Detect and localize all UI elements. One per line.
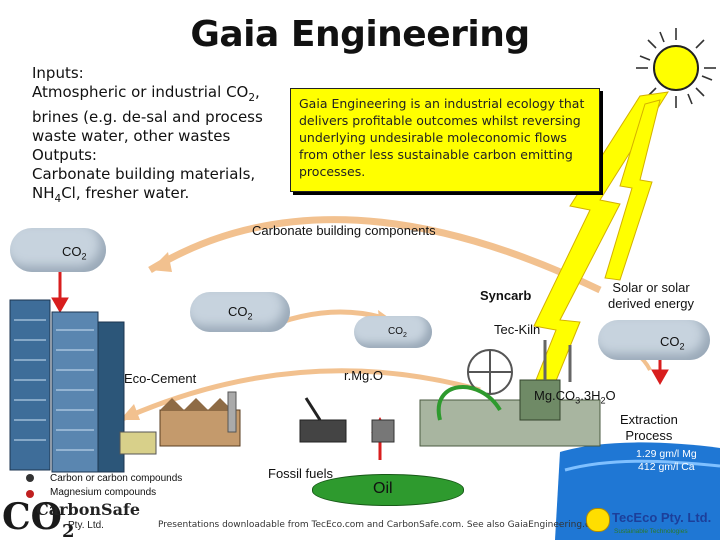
label-concentration-mg: 1.29 gm/l Mg [636, 448, 697, 460]
inputs-line-brines: brines (e.g. de-sal and process [32, 108, 263, 126]
tececo-logo: TecEco Pty. Ltd. Sustainable Technologie… [586, 508, 718, 538]
tececo-sun-icon [586, 508, 610, 532]
label-eco-cement: Eco-Cement [124, 371, 197, 386]
label-extraction-line1: Extraction [620, 412, 678, 427]
co2-cloud-center-label: CO2 [388, 326, 407, 339]
label-rmgo: r.Mg.O [344, 368, 384, 383]
co2-cloud-mid-label: CO2 [228, 304, 253, 322]
co2-cloud-right-label: CO2 [660, 334, 685, 352]
label-concentration: 1.29 gm/l Mg 412 gm/l Ca [636, 448, 697, 474]
inputs-line-waste: waste water, other wastes [32, 127, 231, 145]
label-fossil-fuels: Fossil fuels [268, 466, 334, 481]
tececo-name: TecEco Pty. Ltd. [612, 510, 712, 525]
oil-deposit: Oil [312, 474, 464, 506]
label-tec-kiln: Tec-Kiln [494, 322, 541, 337]
inputs-co2-text: Atmospheric or industrial CO [32, 83, 249, 101]
sun-icon [636, 28, 716, 108]
label-carbon-line2: Magnesium compounds [50, 487, 157, 498]
carbonsafe-logo: CO2 CarbonSafe Pty. Ltd. [2, 496, 152, 542]
building-group [9, 299, 125, 473]
label-carbon-compounds: Carbon or carbon compounds Magnesium com… [50, 472, 182, 500]
inputs-heading: Inputs: [32, 64, 84, 82]
label-mgco3: Mg.CO3.3H2O [534, 388, 616, 406]
co2-cloud-center: CO2 [354, 316, 432, 348]
flow-arc-top [148, 216, 602, 294]
label-extraction-process: Extraction Process [620, 412, 678, 444]
factory-group [119, 391, 241, 455]
compound-icons [26, 474, 34, 498]
label-solar-line2: derived energy [608, 296, 694, 311]
label-oil: Oil [373, 480, 393, 497]
water-wave [564, 459, 720, 472]
solar-beam-second [604, 99, 661, 281]
outputs-nh4-sub: 4 [54, 193, 62, 205]
co2-cloud-left-label: CO2 [62, 244, 87, 262]
inputs-co2-sub: 2 [248, 92, 256, 104]
label-carbonate-components: Carbonate building components [252, 223, 436, 238]
outputs-line-carbonate: Carbonate building materials, [32, 165, 256, 183]
label-syncarb: Syncarb [480, 288, 532, 303]
tececo-tag: Sustainable Technologies [614, 528, 688, 535]
co2-cloud-left: CO2 [10, 228, 106, 272]
page-title: Gaia Engineering [190, 14, 530, 55]
outputs-line-nh4cl: NH4Cl, fresher water. [32, 184, 272, 209]
inputs-co2-post: , [255, 83, 260, 101]
carbonsafe-co2-glyph: CO2 [2, 496, 75, 542]
co2-cloud-mid: CO2 [190, 292, 290, 332]
flow-arc-cement-arrowhead [120, 404, 140, 420]
inputs-line-co2: Atmospheric or industrial CO2, [32, 83, 272, 108]
label-solar-energy: Solar or solar derived energy [608, 280, 694, 312]
outputs-nh4-post: Cl, fresher water. [61, 184, 190, 202]
outputs-nh4-text: NH [32, 184, 55, 202]
fossil-fuel-machinery [299, 397, 395, 443]
flow-arc-top-arrowhead [150, 252, 172, 272]
footer-credits: Presentations downloadable from TecEco.c… [158, 520, 605, 530]
description-callout: Gaia Engineering is an industrial ecolog… [290, 88, 600, 192]
label-solar-line1: Solar or solar [612, 280, 690, 295]
label-carbon-line1: Carbon or carbon compounds [50, 473, 183, 484]
outputs-heading: Outputs: [32, 146, 97, 164]
flow-arc-cement [118, 368, 481, 423]
label-extraction-line2: Process [625, 428, 673, 443]
co2-cloud-right: CO2 [598, 320, 710, 360]
carbonsafe-name: CarbonSafe [36, 500, 141, 519]
label-concentration-ca: 412 gm/l Ca [638, 461, 695, 473]
inputs-outputs-block: Inputs: Atmospheric or industrial CO2, b… [32, 64, 272, 209]
industrial-site [419, 340, 601, 447]
carbonsafe-tag: Pty. Ltd. [68, 520, 104, 531]
